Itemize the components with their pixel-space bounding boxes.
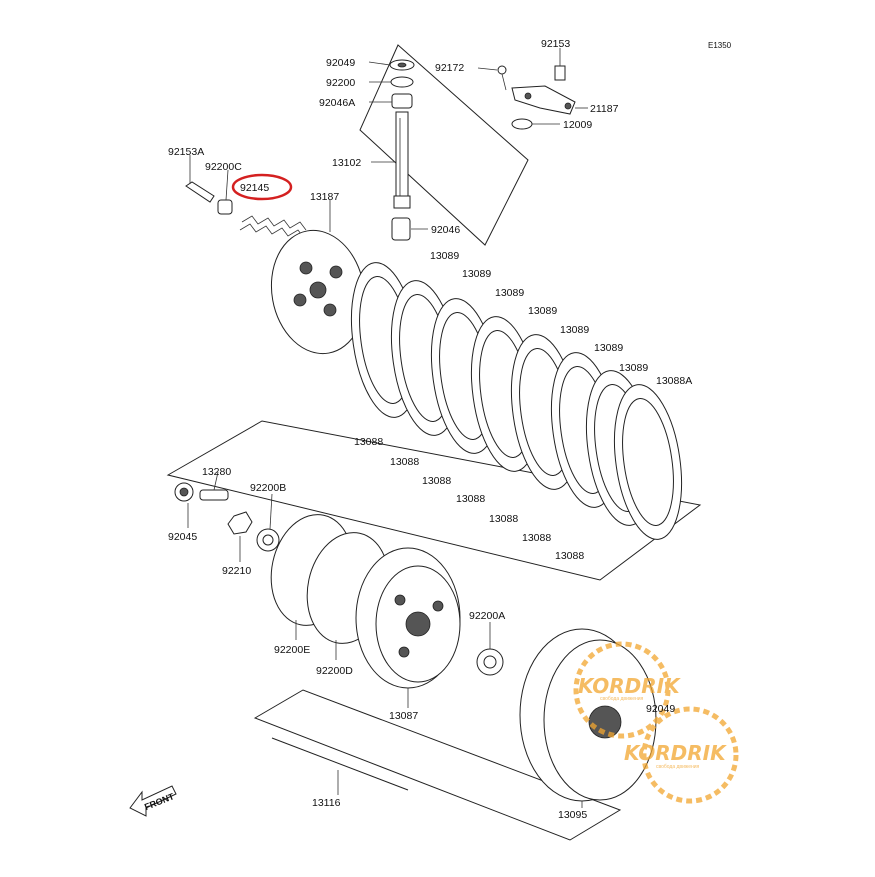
label-92210: 92210 [222,565,251,577]
label-92049: 92049 [326,57,355,69]
spring-92145 [239,215,307,239]
bearing-92046A [391,93,413,109]
label-92200D: 92200D [316,665,353,677]
label-13089-7: 13089 [619,362,648,374]
part-labels: E1350 92049 92200 92046A 13102 92046 921… [168,38,732,821]
clutch-hub-13087 [355,547,461,689]
label-13089-4: 13089 [528,305,557,317]
plates-assembly-plane [166,420,702,581]
label-92200: 92200 [326,77,355,89]
shaft-13116 [271,737,409,791]
label-13089-6: 13089 [594,342,623,354]
front-arrow: FRONT [129,785,177,817]
label-13088-5: 13088 [489,513,518,525]
label-92200B: 92200B [250,482,286,494]
washer-12009 [511,118,533,130]
label-92046: 92046 [431,224,460,236]
watermark-tagline-2: свобода движения [656,764,700,770]
label-13088-7: 13088 [555,550,584,562]
bearing-92046 [391,217,411,241]
label-92045: 92045 [168,531,197,543]
label-13280: 13280 [202,466,231,478]
kordrik-watermark: KORDRIK свобода движения KORDRIK свобода… [573,641,739,804]
diagram-code: E1350 [708,41,732,50]
clutch-housing-group [476,628,657,802]
label-92153A: 92153A [168,146,204,158]
highlight-circle [231,173,293,201]
label-92200C: 92200C [205,161,242,173]
bolt-92153A [185,181,215,203]
label-92153: 92153 [541,38,570,50]
label-92200A: 92200A [469,610,505,622]
watermark-brand-2: KORDRIK [624,741,727,765]
label-13088A: 13088A [656,375,692,387]
screw-92172 [497,65,507,75]
lever-21187 [511,85,576,115]
push-rod-group [389,59,415,241]
label-13089-2: 13089 [462,268,491,280]
label-13116: 13116 [312,797,341,809]
label-13088-6: 13088 [522,532,551,544]
label-13187: 13187 [310,191,339,203]
watermark-tagline-1: свобода движения [600,696,644,702]
clutch-plates-stack [351,262,682,540]
label-92049-b: 92049 [646,703,675,715]
shaft-plane [253,689,622,841]
label-12009: 12009 [563,119,592,131]
leader-lines [187,48,588,808]
label-13095: 13095 [558,809,587,821]
watermark-brand-1: KORDRIK [578,674,681,698]
label-13089-5: 13089 [560,324,589,336]
label-13087: 13087 [389,710,418,722]
label-21187: 21187 [590,103,619,115]
label-13088-1: 13088 [354,436,383,448]
push-rod-13102 [395,111,409,208]
upper-assembly-plane [359,44,529,246]
sleeve-13280 [199,489,229,501]
nut-92210 [227,511,253,535]
collar-92200C [217,199,233,215]
washer-92200 [390,76,414,88]
label-92200E: 92200E [274,644,310,656]
label-92046A: 92046A [319,97,355,109]
label-92145: 92145 [240,182,269,194]
pressure-plate-group [185,181,366,355]
label-13088-4: 13088 [456,493,485,505]
label-13089-1: 13089 [430,250,459,262]
label-13089-3: 13089 [495,287,524,299]
label-13088-2: 13088 [390,456,419,468]
label-13088-3: 13088 [422,475,451,487]
label-92172: 92172 [435,62,464,74]
bolt-92153 [554,65,566,81]
label-13102: 13102 [332,157,361,169]
